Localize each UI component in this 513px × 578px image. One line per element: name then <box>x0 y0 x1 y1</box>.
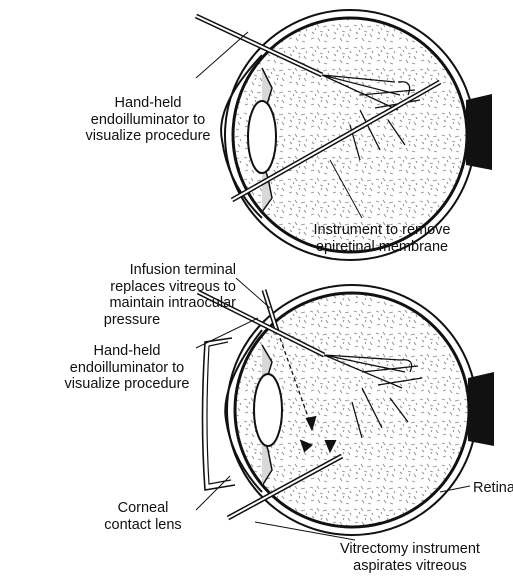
top-lens <box>248 101 276 173</box>
leader-contact-lens <box>196 476 230 510</box>
top-instrument-label: Instrument to remove epiretinal membrane <box>282 222 482 255</box>
infusion-terminal-label: Infusion terminal replaces vitreous to m… <box>28 262 236 328</box>
bottom-lens <box>254 374 282 446</box>
top-leader-endo <box>196 32 248 78</box>
retina-label: Retina <box>473 480 513 497</box>
top-endoilluminator-label: Hand-held endoilluminator to visualize p… <box>58 95 238 145</box>
contact-lens-label: Corneal contact lens <box>88 500 198 533</box>
bottom-optic-nerve <box>468 372 494 446</box>
bottom-eye <box>196 278 494 540</box>
top-optic-nerve <box>466 94 492 170</box>
vitrectomy-label: Vitrectomy instrument aspirates vitreous <box>312 541 508 574</box>
bottom-endoilluminator-label: Hand-held endoilluminator to visualize p… <box>52 343 202 393</box>
